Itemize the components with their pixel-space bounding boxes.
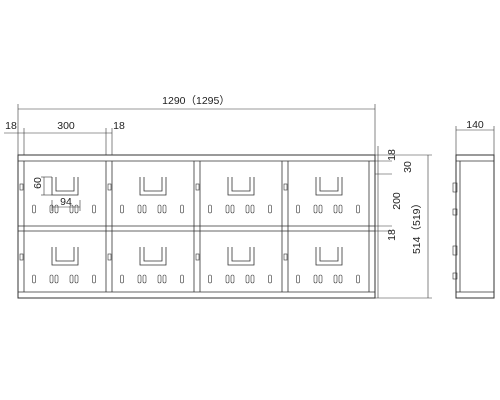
door-handle[interactable] bbox=[227, 247, 255, 266]
hinge-mark bbox=[19, 183, 24, 191]
vent-slot bbox=[250, 274, 255, 284]
hinge-mark bbox=[283, 183, 288, 191]
vent-slot bbox=[54, 204, 59, 214]
door-handle[interactable] bbox=[139, 177, 167, 196]
vent-slot bbox=[245, 204, 250, 214]
height-dimensions: 514（519） 18 30 200 18 bbox=[375, 146, 432, 299]
hinge-mark bbox=[107, 183, 112, 191]
door-handle[interactable] bbox=[139, 247, 167, 266]
door-handle[interactable] bbox=[51, 247, 79, 266]
doors-group bbox=[19, 177, 360, 284]
left-side-label: 18 bbox=[5, 120, 17, 132]
door-handle[interactable] bbox=[227, 177, 255, 196]
vent-slot bbox=[333, 274, 338, 284]
door[interactable] bbox=[107, 177, 184, 214]
vent-slot bbox=[142, 204, 147, 214]
vent-slot bbox=[245, 274, 250, 284]
overall-width-label: 1290（1295） bbox=[162, 95, 230, 107]
vent-slot bbox=[137, 204, 142, 214]
vent-slot bbox=[208, 274, 212, 284]
vent-slot bbox=[296, 274, 300, 284]
vent-slot bbox=[92, 274, 96, 284]
hinge-mark bbox=[283, 253, 288, 261]
hinge-mark bbox=[19, 253, 24, 261]
vent-slot bbox=[69, 274, 74, 284]
door-handle[interactable] bbox=[51, 177, 79, 196]
vent-slot bbox=[250, 204, 255, 214]
hinge-mark bbox=[195, 183, 200, 191]
vent-slot bbox=[69, 204, 74, 214]
door[interactable] bbox=[283, 247, 360, 284]
door[interactable] bbox=[19, 247, 96, 284]
door[interactable] bbox=[19, 177, 96, 214]
vent-slot bbox=[32, 274, 36, 284]
vent-slot bbox=[120, 204, 124, 214]
vent-slot bbox=[142, 274, 147, 284]
vent-slot bbox=[49, 204, 54, 214]
gap-label: 30 bbox=[402, 161, 414, 173]
vent-slot bbox=[137, 274, 142, 284]
top-panel-label: 18 bbox=[386, 149, 398, 161]
vent-slot bbox=[54, 274, 59, 284]
partition-label: 18 bbox=[113, 120, 125, 132]
vent-slot bbox=[268, 274, 272, 284]
hinge-mark bbox=[107, 253, 112, 261]
vent-slot bbox=[92, 204, 96, 214]
handle-height-label: 60 bbox=[32, 177, 44, 189]
door[interactable] bbox=[195, 247, 272, 284]
vent-slot bbox=[74, 204, 79, 214]
door[interactable] bbox=[107, 247, 184, 284]
vent-slot bbox=[318, 204, 323, 214]
handle-width-label: 94 bbox=[60, 196, 72, 208]
vent-slot bbox=[157, 274, 162, 284]
vent-slot bbox=[318, 274, 323, 284]
vent-slot bbox=[225, 204, 230, 214]
front-view bbox=[17, 154, 376, 299]
vent-slot bbox=[338, 204, 343, 214]
side-view: 140 bbox=[452, 119, 495, 299]
overall-width-dimension: 1290（1295） bbox=[17, 95, 376, 155]
vent-slot bbox=[338, 274, 343, 284]
vent-slot bbox=[268, 204, 272, 214]
depth-label: 140 bbox=[466, 119, 484, 131]
vent-slot bbox=[208, 204, 212, 214]
handle-dimensions: 60 94 bbox=[32, 176, 81, 211]
vent-slot bbox=[230, 204, 235, 214]
vent-slot bbox=[157, 204, 162, 214]
door[interactable] bbox=[195, 177, 272, 214]
vent-slot bbox=[32, 204, 36, 214]
vent-slot bbox=[120, 274, 124, 284]
vent-slot bbox=[296, 204, 300, 214]
section-dimensions: 18 300 18 bbox=[4, 120, 125, 155]
vent-slot bbox=[180, 204, 184, 214]
vent-slot bbox=[180, 274, 184, 284]
overall-height-label: 514（519） bbox=[411, 198, 423, 254]
door[interactable] bbox=[283, 177, 360, 214]
vent-slot bbox=[74, 274, 79, 284]
vent-slot bbox=[333, 204, 338, 214]
vent-slot bbox=[225, 274, 230, 284]
hinge-mark bbox=[195, 253, 200, 261]
vent-slot bbox=[313, 274, 318, 284]
door-handle[interactable] bbox=[315, 177, 343, 196]
vent-slot bbox=[356, 274, 360, 284]
vent-slot bbox=[230, 274, 235, 284]
door-height-label: 200 bbox=[391, 192, 403, 210]
door-handle[interactable] bbox=[315, 247, 343, 266]
door-width-label: 300 bbox=[57, 120, 75, 132]
shelf-label: 18 bbox=[386, 229, 398, 241]
vent-slot bbox=[356, 204, 360, 214]
vent-slot bbox=[49, 274, 54, 284]
vent-slot bbox=[162, 274, 167, 284]
vent-slot bbox=[313, 204, 318, 214]
vent-slot bbox=[162, 204, 167, 214]
